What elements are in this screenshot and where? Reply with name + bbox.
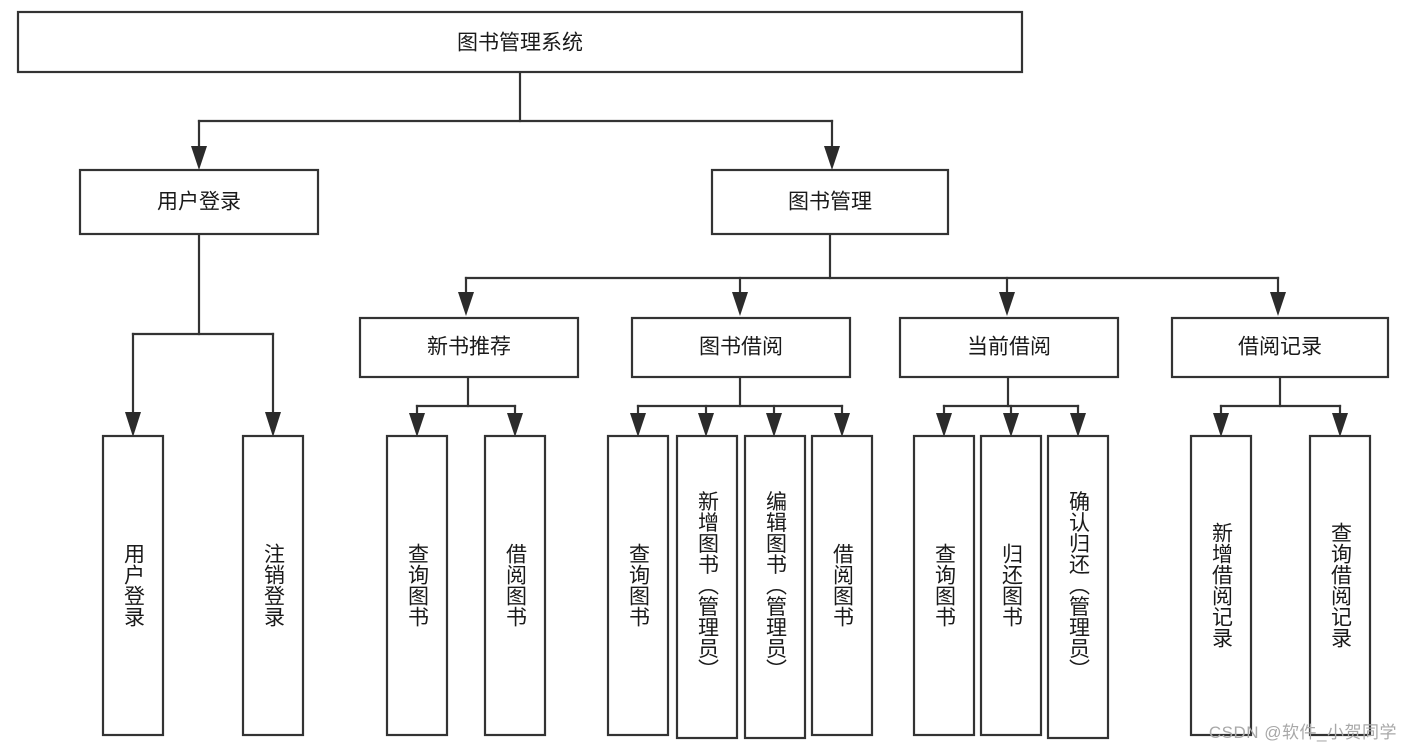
node-borrow-label: 图书借阅 [699, 336, 783, 359]
node-leaf8-box[interactable] [810, 434, 874, 737]
arrow-records-to-leaf13 [1332, 413, 1348, 437]
node-current[interactable]: 当前借阅 [898, 316, 1120, 379]
node-leaf2[interactable]: 注销登录 [241, 434, 305, 737]
arrow-current-to-leaf11 [1070, 413, 1086, 437]
node-records-box[interactable] [1170, 316, 1390, 379]
node-root[interactable]: 图书管理系统 [16, 10, 1024, 74]
node-leaf1-label: 用户登录 [122, 543, 146, 627]
arrow-bookmgmt-to-records [1270, 292, 1286, 316]
csdn-watermark: CSDN @软件_小贺同学 [1208, 723, 1397, 742]
arrow-borrow-to-leaf7 [766, 413, 782, 437]
arrow-current-to-leaf9 [936, 413, 952, 437]
node-leaf13[interactable]: 查询借阅记录 [1308, 434, 1372, 737]
arrow-bookmgmt-to-current [999, 292, 1015, 316]
node-leaf8[interactable]: 借阅图书 [810, 434, 874, 737]
node-records[interactable]: 借阅记录 [1170, 316, 1390, 379]
node-leaf7[interactable]: 编辑图书（管理员） [743, 434, 807, 740]
arrow-login-to-leaf2 [265, 412, 281, 437]
node-newbook[interactable]: 新书推荐 [358, 316, 580, 379]
arrow-root-to-bookmgmt [824, 146, 840, 170]
node-newbook-box[interactable] [358, 316, 580, 379]
node-leaf1[interactable]: 用户登录 [101, 434, 165, 737]
node-login[interactable]: 用户登录 [78, 168, 320, 236]
arrow-current-to-leaf10 [1003, 413, 1019, 437]
node-login-box[interactable] [78, 168, 320, 236]
node-records-label: 借阅记录 [1238, 336, 1322, 359]
arrow-borrow-to-leaf8 [834, 413, 850, 437]
node-leaf7-label: 编辑图书（管理员） [764, 491, 788, 680]
node-leaf13-box[interactable] [1308, 434, 1372, 737]
node-leaf10-label: 归还图书 [1000, 543, 1024, 627]
edges-layer [125, 70, 1348, 437]
node-leaf12-box[interactable] [1189, 434, 1253, 737]
node-bookmgmt-label: 图书管理 [788, 191, 872, 214]
node-current-label: 当前借阅 [967, 336, 1051, 359]
node-leaf9-box[interactable] [912, 434, 976, 737]
node-leaf11[interactable]: 确认归还（管理员） [1046, 434, 1110, 740]
arrow-newbook-to-leaf3 [409, 413, 425, 437]
node-leaf5-label: 查询图书 [627, 543, 651, 627]
node-leaf7-box[interactable] [743, 434, 807, 740]
node-leaf12-label: 新增借阅记录 [1210, 522, 1234, 648]
node-leaf3-label: 查询图书 [406, 543, 430, 627]
node-leaf12[interactable]: 新增借阅记录 [1189, 434, 1253, 737]
node-leaf6-box[interactable] [675, 434, 739, 740]
arrow-root-to-login [191, 146, 207, 170]
arrow-bookmgmt-to-borrow [732, 292, 748, 316]
node-bookmgmt-box[interactable] [710, 168, 950, 236]
node-leaf2-label: 注销登录 [262, 543, 286, 627]
node-login-label: 用户登录 [157, 191, 241, 214]
arrow-borrow-to-leaf5 [630, 413, 646, 437]
node-leaf10-box[interactable] [979, 434, 1043, 737]
arrow-newbook-to-leaf4 [507, 413, 523, 437]
node-leaf3-box[interactable] [385, 434, 449, 737]
node-bookmgmt[interactable]: 图书管理 [710, 168, 950, 236]
node-leaf5-box[interactable] [606, 434, 670, 737]
node-leaf13-label: 查询借阅记录 [1329, 522, 1353, 648]
node-leaf10[interactable]: 归还图书 [979, 434, 1043, 737]
node-leaf11-label: 确认归还（管理员） [1067, 491, 1091, 680]
node-leaf9-label: 查询图书 [933, 543, 957, 627]
arrow-login-to-leaf1 [125, 412, 141, 437]
node-leaf9[interactable]: 查询图书 [912, 434, 976, 737]
arrow-records-to-leaf12 [1213, 413, 1229, 437]
node-root-label: 图书管理系统 [457, 32, 583, 55]
node-leaf4[interactable]: 借阅图书 [483, 434, 547, 737]
node-leaf3[interactable]: 查询图书 [385, 434, 449, 737]
node-leaf6-label: 新增图书（管理员） [696, 491, 720, 680]
node-borrow[interactable]: 图书借阅 [630, 316, 852, 379]
node-leaf5[interactable]: 查询图书 [606, 434, 670, 737]
node-leaf4-label: 借阅图书 [504, 543, 528, 627]
node-leaf8-label: 借阅图书 [831, 543, 855, 627]
node-leaf2-box[interactable] [241, 434, 305, 737]
node-leaf6[interactable]: 新增图书（管理员） [675, 434, 739, 740]
node-leaf11-box[interactable] [1046, 434, 1110, 740]
node-leaf1-box[interactable] [101, 434, 165, 737]
node-leaf4-box[interactable] [483, 434, 547, 737]
node-borrow-box[interactable] [630, 316, 852, 379]
node-current-box[interactable] [898, 316, 1120, 379]
arrow-bookmgmt-to-newbook [458, 292, 474, 316]
node-newbook-label: 新书推荐 [427, 336, 511, 359]
node-root-box[interactable] [16, 10, 1024, 74]
arrow-borrow-to-leaf6 [698, 413, 714, 437]
